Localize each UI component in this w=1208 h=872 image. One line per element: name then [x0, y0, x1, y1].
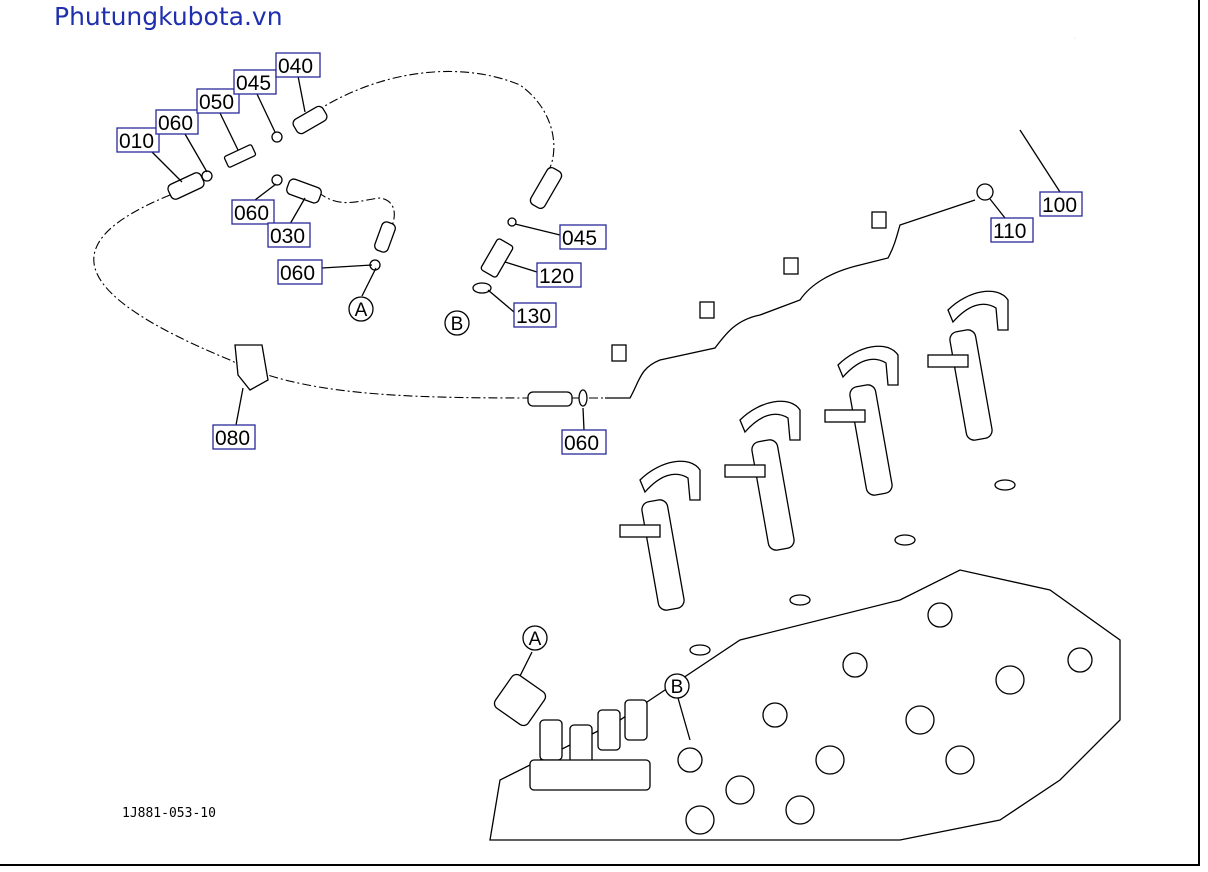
ref-b-top: B — [444, 310, 470, 336]
clamp-110 — [976, 183, 994, 201]
site-watermark: Phutungkubota.vn — [54, 2, 283, 31]
hose-route-top — [314, 71, 555, 173]
svg-text:A: A — [355, 300, 368, 321]
callout-130: 130 — [513, 302, 557, 328]
hose-030 — [286, 178, 322, 204]
clip-060-b — [271, 174, 283, 186]
tee-050 — [223, 144, 257, 168]
valve-120 — [480, 238, 514, 278]
hose-short-a — [374, 221, 396, 253]
svg-text:040: 040 — [278, 55, 313, 78]
callout-045-b: 045 — [559, 224, 607, 250]
svg-text:A: A — [529, 629, 542, 650]
hose-route-main — [93, 194, 531, 399]
leader-lines — [149, 75, 1061, 741]
callout-080: 080 — [212, 424, 256, 450]
pipe-bolts — [611, 211, 887, 362]
clamp-080 — [234, 344, 269, 391]
svg-text:060: 060 — [280, 262, 315, 285]
callout-110: 110 — [990, 217, 1034, 243]
svg-text:110: 110 — [993, 220, 1026, 243]
hose-060d — [527, 391, 573, 407]
clip-045-a — [271, 131, 283, 143]
svg-text:030: 030 — [270, 225, 305, 248]
callout-010: 010 — [116, 127, 160, 153]
hose-010 — [167, 172, 205, 200]
svg-text:060: 060 — [564, 432, 599, 455]
svg-text:B: B — [451, 314, 464, 335]
return-hose-100-inner — [979, 33, 1110, 181]
callout-060-a: 060 — [155, 109, 199, 135]
callout-040: 040 — [275, 52, 321, 78]
callout-045-a: 045 — [233, 69, 277, 95]
callout-060-b: 060 — [231, 199, 275, 225]
clip-060-d — [578, 389, 588, 407]
svg-text:045: 045 — [236, 72, 271, 95]
hose-route-lower — [317, 191, 395, 231]
svg-text:010: 010 — [119, 130, 154, 153]
clip-045-b — [507, 217, 517, 227]
fuel-pump-area — [493, 673, 651, 791]
cylinder-head — [489, 569, 1121, 841]
ref-a-top: A — [348, 296, 374, 322]
injector-1 — [619, 460, 711, 656]
washer-130 — [472, 282, 492, 294]
clip-060-a — [201, 170, 213, 182]
svg-text:B: B — [671, 677, 684, 698]
injector-3 — [824, 345, 916, 546]
leakoff-pipe — [605, 199, 976, 399]
callout-100: 100 — [1039, 191, 1083, 217]
injector-4 — [927, 290, 1016, 491]
svg-text:080: 080 — [215, 427, 250, 450]
ref-a-bottom: A — [522, 625, 548, 651]
drawing-number: 1J881-053-10 — [122, 806, 216, 821]
svg-text:060: 060 — [234, 202, 269, 225]
callout-120: 120 — [536, 262, 582, 288]
hose-top-right — [529, 166, 563, 210]
svg-text:130: 130 — [516, 305, 551, 328]
svg-text:060: 060 — [158, 112, 193, 135]
svg-text:045: 045 — [562, 227, 597, 250]
callout-060-d: 060 — [561, 429, 607, 455]
svg-text:100: 100 — [1042, 194, 1077, 217]
svg-text:050: 050 — [199, 91, 234, 114]
callout-060-c: 060 — [277, 259, 323, 285]
callout-050: 050 — [196, 88, 240, 114]
ref-b-bottom: B — [664, 673, 690, 699]
injector-2 — [724, 400, 811, 606]
callout-030: 030 — [267, 222, 311, 248]
hose-040 — [292, 105, 328, 135]
svg-text:120: 120 — [539, 265, 574, 288]
